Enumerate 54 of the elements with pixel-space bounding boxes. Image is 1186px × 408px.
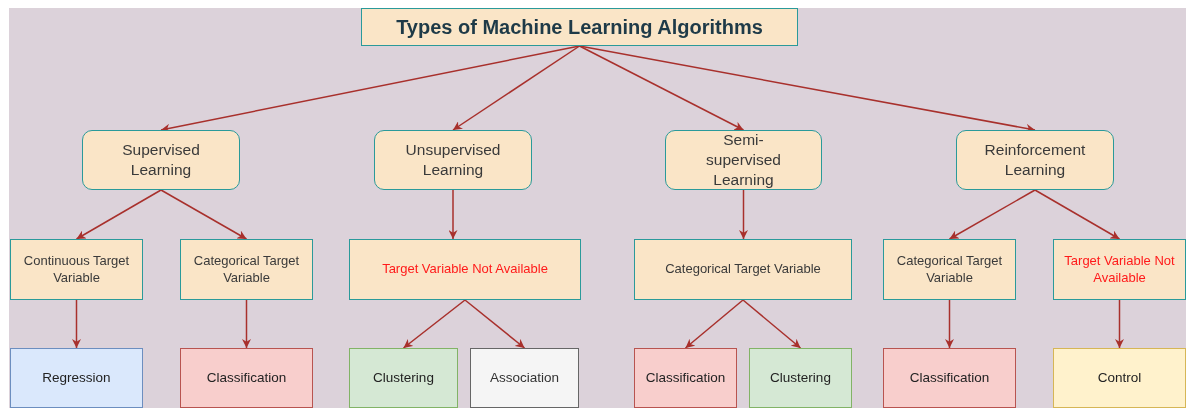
node-label: Semi-supervised Learning (705, 129, 782, 191)
node-label: Clustering (373, 369, 434, 387)
condition-box (180, 239, 313, 300)
category-box (82, 130, 240, 190)
node-label: Target Variable Not Available (382, 261, 548, 278)
node-label: Categorical Target Variable (192, 252, 301, 287)
node-label: Classification (206, 369, 287, 387)
condition-box (1053, 239, 1186, 300)
arrow (160, 189, 248, 240)
arrow (945, 299, 954, 349)
node-label: Categorical Target Variable (895, 252, 1004, 287)
node-label: Unsupervised Learning (404, 139, 502, 180)
arrow (684, 299, 744, 349)
arrow (464, 299, 526, 349)
node-label: Supervised Learning (121, 139, 201, 180)
node-label: Association (489, 369, 559, 387)
condition-box (883, 239, 1016, 300)
arrow (1034, 189, 1121, 240)
node-label: Target Variable Not Available (1063, 252, 1176, 287)
algorithm-box (634, 348, 737, 408)
node-label: Clustering (770, 369, 831, 387)
arrow (72, 299, 81, 349)
arrow (1115, 299, 1124, 349)
condition-box (634, 239, 852, 300)
algorithm-box (10, 348, 143, 408)
arrow (739, 189, 748, 240)
category-box (374, 130, 532, 190)
node-label: Regression (42, 369, 111, 387)
algorithm-box (470, 348, 579, 408)
condition-box (10, 239, 143, 300)
algorithm-box (349, 348, 458, 408)
arrow (742, 299, 802, 349)
algorithm-box (883, 348, 1016, 408)
arrow (578, 45, 745, 131)
arrow (448, 189, 458, 240)
arrow (402, 299, 466, 349)
node-label: Control (1097, 369, 1142, 387)
category-box (665, 130, 822, 190)
arrow (75, 189, 162, 240)
algorithm-box (749, 348, 852, 408)
algorithm-box (1053, 348, 1186, 408)
arrow (452, 45, 581, 131)
arrow (948, 189, 1036, 240)
category-box (956, 130, 1114, 190)
algorithm-box (180, 348, 313, 408)
node-label: Classification (645, 369, 726, 387)
node-label: Types of Machine Learning Algorithms (396, 15, 763, 40)
condition-box (349, 239, 581, 300)
arrow (242, 299, 251, 349)
node-label: Classification (909, 369, 990, 387)
title-box (361, 8, 798, 46)
node-label: Continuous Target Variable (22, 252, 131, 287)
node-label: Categorical Target Variable (665, 261, 821, 278)
node-label: Reinforcement Learning (983, 139, 1087, 180)
